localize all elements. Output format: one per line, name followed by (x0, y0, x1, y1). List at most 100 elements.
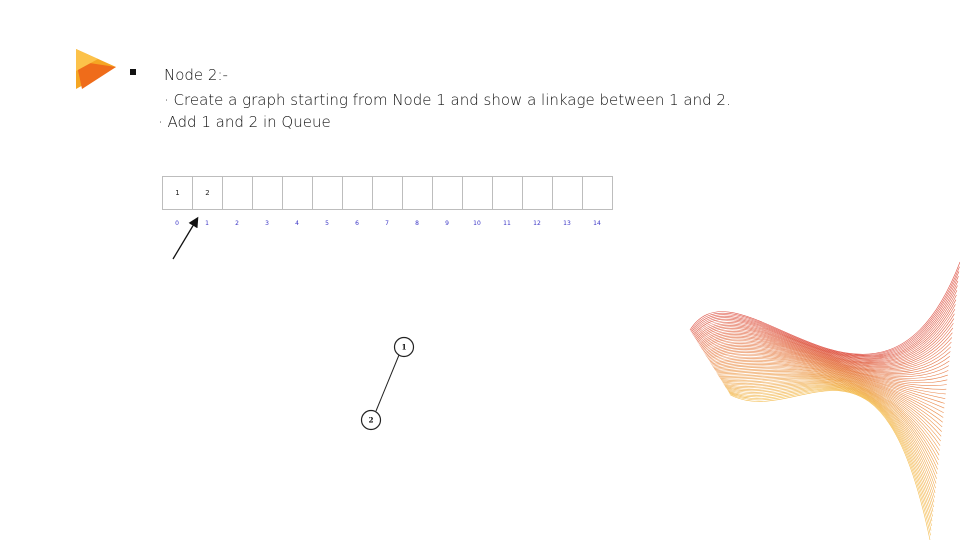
queue-indices: 0 1 2 3 4 5 6 7 8 9 10 11 12 13 14 (162, 220, 612, 227)
wave-line (692, 280, 959, 358)
wave-line (690, 266, 960, 356)
queue-cell (493, 177, 523, 209)
queue-cell (463, 177, 493, 209)
wave-line (698, 323, 954, 366)
wave-line (708, 352, 947, 390)
wave-line (700, 335, 953, 369)
square-bullet-icon (130, 69, 136, 75)
queue-index: 0 (175, 220, 179, 227)
wave-line (693, 285, 958, 359)
wave-line (704, 344, 949, 377)
queue-cell (583, 177, 613, 209)
graph-node-1: 1 (393, 336, 415, 358)
queue-cell (253, 177, 283, 209)
wave-line (709, 353, 946, 395)
wave-line (713, 362, 943, 423)
wave-line (726, 386, 933, 517)
play-logo-icon (76, 49, 116, 89)
wave-line (699, 327, 954, 367)
wave-line (730, 390, 931, 540)
wave-line (720, 377, 938, 475)
wave-line (697, 313, 955, 364)
wave-line (701, 337, 952, 371)
queue-array: 1 2 (162, 176, 613, 210)
queue-index: 14 (593, 220, 601, 227)
queue-cell (283, 177, 313, 209)
wave-line (710, 356, 945, 404)
wave-line (695, 299, 957, 362)
wave-line (698, 318, 955, 365)
wave-line (723, 381, 936, 493)
graph-node-2: 2 (360, 409, 382, 431)
queue-index: 11 (503, 220, 511, 227)
queue-cell: 2 (193, 177, 223, 209)
graph-edge (375, 354, 400, 412)
wave-line (695, 304, 956, 363)
queue-cell (403, 177, 433, 209)
wave-line (706, 347, 948, 381)
wave-line (693, 290, 958, 360)
wave-line (728, 387, 932, 526)
queue-index: 3 (265, 220, 269, 227)
queue-cell (553, 177, 583, 209)
instruction-line-1: · Create a graph starting from Node 1 an… (164, 91, 731, 109)
wave-line (713, 364, 943, 428)
wave-line (718, 373, 939, 461)
decorative-wave (689, 261, 960, 540)
wave-line (718, 372, 940, 456)
wave-line (717, 371, 940, 451)
queue-cell (343, 177, 373, 209)
wave-line (696, 308, 956, 363)
queue-index: 6 (355, 220, 359, 227)
wave-line (720, 376, 938, 470)
wave-line (724, 382, 935, 498)
graph-node-label: 1 (402, 343, 407, 352)
queue-cell (523, 177, 553, 209)
wave-line (724, 383, 935, 503)
wave-line (722, 380, 936, 489)
graph-node-label: 2 (369, 416, 374, 425)
wave-line (700, 332, 953, 368)
wave-line (691, 276, 959, 358)
wave-line (712, 361, 944, 418)
queue-index: 4 (295, 220, 299, 227)
instruction-line-2: · Add 1 and 2 in Queue (158, 113, 331, 131)
wave-line (721, 378, 937, 479)
wave-line (704, 343, 950, 376)
wave-line (703, 341, 951, 374)
wave-line (705, 346, 949, 379)
wave-line (702, 340, 951, 373)
arrow-pointer-icon (172, 216, 199, 260)
queue-index: 10 (473, 220, 481, 227)
queue-cell (313, 177, 343, 209)
queue-cell (223, 177, 253, 209)
queue-index: 2 (235, 220, 239, 227)
slide-heading: Node 2:- (164, 66, 228, 84)
queue-cell (373, 177, 403, 209)
wave-line (726, 385, 934, 512)
wave-line (711, 359, 944, 414)
wave-line (725, 384, 934, 508)
wave-line (711, 358, 945, 409)
wave-line (709, 355, 946, 399)
wave-line (707, 350, 947, 386)
queue-index: 12 (533, 220, 541, 227)
wave-line (727, 386, 933, 522)
queue-index: 5 (325, 220, 329, 227)
queue-index: 8 (415, 220, 419, 227)
queue-index: 9 (445, 220, 449, 227)
queue-cell: 1 (163, 177, 193, 209)
wave-line (694, 294, 957, 361)
wave-line (716, 368, 941, 442)
wave-line (715, 367, 942, 437)
queue-cell (433, 177, 463, 209)
wave-line (719, 375, 939, 465)
queue-index: 1 (205, 220, 209, 227)
wave-line (729, 389, 931, 536)
wave-line (689, 261, 960, 355)
wave-line (691, 271, 960, 357)
wave-line (702, 338, 952, 372)
queue-index: 7 (385, 220, 389, 227)
wave-line (722, 379, 937, 484)
